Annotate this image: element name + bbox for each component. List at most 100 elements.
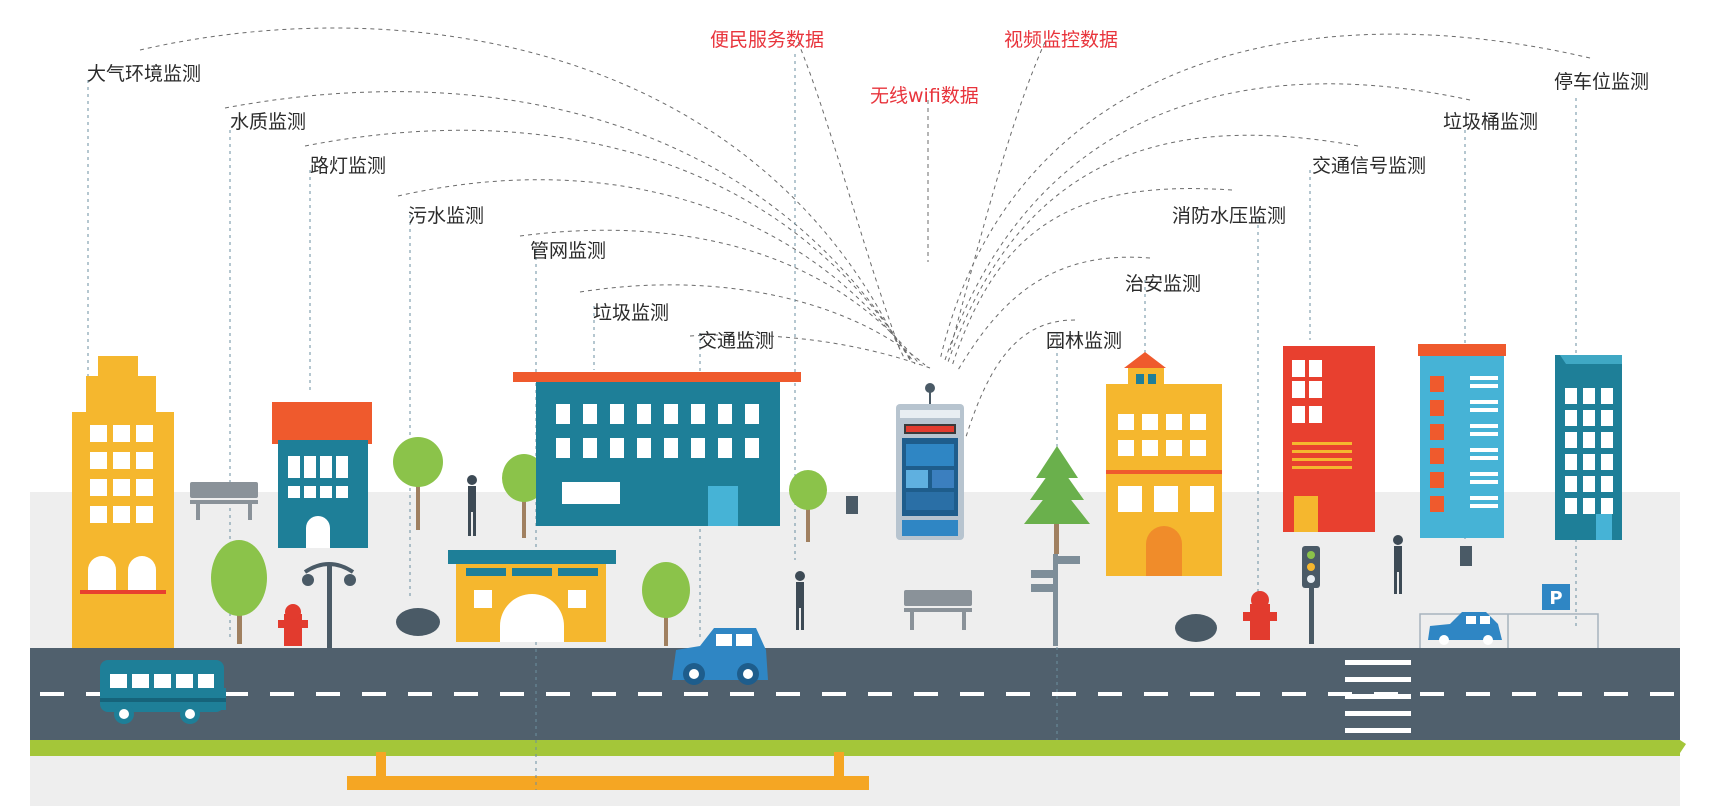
tower-window [1565, 476, 1577, 492]
office-building [513, 372, 801, 526]
lane-dash [868, 692, 892, 696]
label-traffic-monitoring: 交通监测 [698, 330, 774, 352]
trash-bin [1460, 546, 1472, 566]
underground-pipe-riser [834, 752, 844, 782]
tower-window [1430, 376, 1444, 392]
lane-dash [1466, 692, 1490, 696]
lane-dash [592, 692, 616, 696]
office-window [637, 438, 651, 458]
tower-window [1430, 448, 1444, 464]
office-window [691, 404, 705, 424]
tower-window [1583, 410, 1595, 426]
tree [211, 540, 267, 644]
label-streetlight-monitoring: 路灯监测 [310, 155, 386, 177]
tower-window [1583, 476, 1595, 492]
lane-dash [1328, 692, 1352, 696]
label-video-data: 视频监控数据 [1004, 29, 1118, 51]
traffic-light [1302, 546, 1320, 644]
tower-stripe [1470, 384, 1498, 388]
trash-bin [846, 496, 858, 514]
lane-dash [454, 692, 478, 696]
lane-dash [408, 692, 432, 696]
office-window [664, 404, 678, 424]
tower-window [1565, 432, 1577, 448]
office-window [745, 438, 759, 458]
label-fire-pressure-monitoring: 消防水压监测 [1172, 205, 1286, 227]
lane-dash [1650, 692, 1674, 696]
tower-stripe [1470, 504, 1498, 508]
tree [502, 454, 546, 538]
lane-dash [684, 692, 708, 696]
tree [789, 470, 827, 542]
office-window [610, 438, 624, 458]
signpost [1031, 554, 1080, 646]
label-bin-monitoring: 垃圾桶监测 [1443, 111, 1538, 133]
street-lamp [302, 562, 356, 648]
lane-dash [316, 692, 340, 696]
lane-dash [40, 692, 64, 696]
tower-window [1601, 498, 1613, 514]
yellow-tower [72, 356, 174, 648]
office-window [556, 438, 570, 458]
apartment-yellow [1106, 352, 1222, 576]
label-convenience-data: 便民服务数据 [710, 29, 824, 51]
tower-window [1430, 496, 1444, 512]
tower-stripe [1470, 376, 1498, 380]
teal-house [272, 402, 372, 548]
label-garbage-monitoring: 垃圾监测 [593, 302, 669, 324]
lane-dash [1190, 692, 1214, 696]
tower-stripe [1470, 408, 1498, 412]
grass-zigzag [30, 740, 1686, 756]
lane-dash [638, 692, 662, 696]
label-security-monitoring: 治安监测 [1125, 273, 1201, 295]
tower-window [1430, 424, 1444, 440]
parked-car [1428, 612, 1502, 645]
office-window [556, 404, 570, 424]
office-window [637, 404, 651, 424]
label-signal-monitoring: 交通信号监测 [1312, 155, 1426, 177]
tree [393, 437, 443, 530]
label-air-monitoring: 大气环境监测 [87, 63, 201, 85]
pine-tree [1024, 446, 1090, 554]
fire-hydrant [1243, 591, 1277, 640]
lane-dash [1420, 692, 1444, 696]
label-garden-monitoring: 园林监测 [1046, 330, 1122, 352]
pedestrian [1393, 535, 1403, 594]
tower-stripe [1470, 432, 1498, 436]
tower-window [1583, 498, 1595, 514]
underground-pipe-riser [376, 752, 386, 782]
tower-window [1583, 388, 1595, 404]
lane-dash [1282, 692, 1306, 696]
label-parking-monitoring: 停车位监测 [1554, 71, 1649, 93]
lane-dash [500, 692, 524, 696]
tower-window [1430, 400, 1444, 416]
tower-stripe [1470, 496, 1498, 500]
road-center-line [40, 692, 1674, 696]
info-kiosk [896, 383, 964, 540]
tower-window [1583, 454, 1595, 470]
tower-window [1601, 476, 1613, 492]
lane-dash [362, 692, 386, 696]
car [672, 628, 768, 685]
label-water-monitoring: 水质监测 [230, 111, 306, 133]
lane-dash [914, 692, 938, 696]
lane-dash [822, 692, 846, 696]
tower-stripe [1470, 480, 1498, 484]
office-window [664, 438, 678, 458]
pedestrian [467, 475, 477, 536]
tower-stripe [1470, 472, 1498, 476]
tower-window [1565, 410, 1577, 426]
lane-dash [1512, 692, 1536, 696]
lane-dash [270, 692, 294, 696]
office-window [691, 438, 705, 458]
lane-dash [1558, 692, 1582, 696]
office-window [610, 404, 624, 424]
manhole [1175, 614, 1217, 642]
label-wifi-data: 无线wifi数据 [870, 85, 979, 107]
signal-lines [139, 27, 1591, 441]
tower-stripe [1470, 448, 1498, 452]
label-pipe-network-monitoring: 管网监测 [530, 240, 606, 262]
tower-window [1565, 454, 1577, 470]
lane-dash [1052, 692, 1076, 696]
tower-window [1601, 432, 1613, 448]
